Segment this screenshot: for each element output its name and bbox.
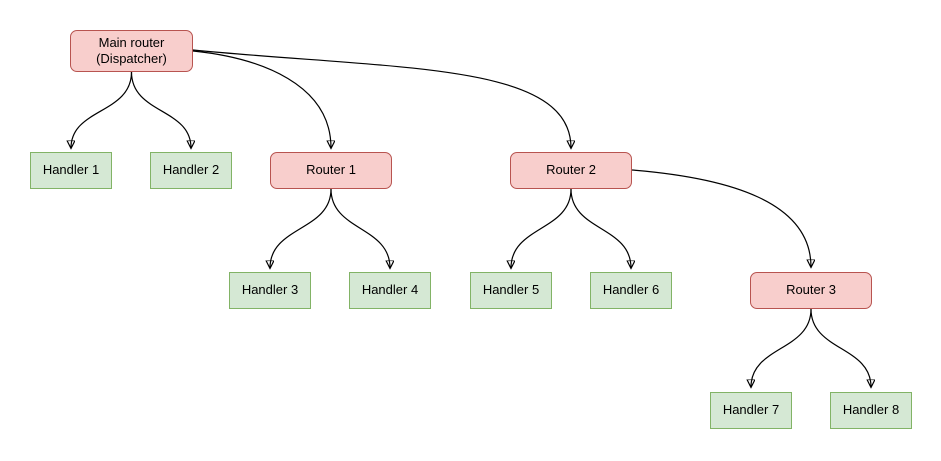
node-main-router-label: Main router (Dispatcher) <box>96 34 167 66</box>
node-handler-8: Handler 8 <box>830 392 912 429</box>
edge-main-to-handler1 <box>71 71 133 148</box>
node-router-1-label: Router 1 <box>306 162 356 178</box>
node-handler-4-label: Handler 4 <box>361 282 419 298</box>
node-router-2: Router 2 <box>510 152 632 189</box>
node-handler-2: Handler 2 <box>150 152 232 189</box>
edge-router3-to-handler7 <box>751 308 812 387</box>
node-main-router-dispatcher: Main router (Dispatcher) <box>70 30 193 72</box>
node-handler-7: Handler 7 <box>710 392 792 429</box>
node-router-3-label: Router 3 <box>786 282 836 298</box>
edge-router2-to-router3 <box>631 169 811 267</box>
edge-router1-to-handler4 <box>330 188 390 268</box>
node-handler-3: Handler 3 <box>229 272 311 309</box>
node-handler-1-label: Handler 1 <box>42 162 100 178</box>
edge-router3-to-handler8 <box>810 308 871 387</box>
node-handler-4: Handler 4 <box>349 272 431 309</box>
edge-router2-to-handler6 <box>570 188 631 268</box>
node-router-3: Router 3 <box>750 272 872 309</box>
node-handler-1: Handler 1 <box>30 152 112 189</box>
node-router-2-label: Router 2 <box>546 162 596 178</box>
node-router-1: Router 1 <box>270 152 392 189</box>
node-handler-3-label: Handler 3 <box>241 282 299 298</box>
edge-main-to-handler2 <box>130 71 192 148</box>
node-handler-2-label: Handler 2 <box>162 162 220 178</box>
edge-main-to-router1 <box>192 50 331 148</box>
edge-main-to-router2 <box>192 49 571 148</box>
edge-router1-to-handler3 <box>270 188 332 268</box>
node-handler-8-label: Handler 8 <box>842 402 900 418</box>
node-handler-5-label: Handler 5 <box>482 282 540 298</box>
node-handler-6: Handler 6 <box>590 272 672 309</box>
node-handler-5: Handler 5 <box>470 272 552 309</box>
edge-router2-to-handler5 <box>511 188 572 268</box>
node-handler-7-label: Handler 7 <box>722 402 780 418</box>
node-handler-6-label: Handler 6 <box>602 282 660 298</box>
